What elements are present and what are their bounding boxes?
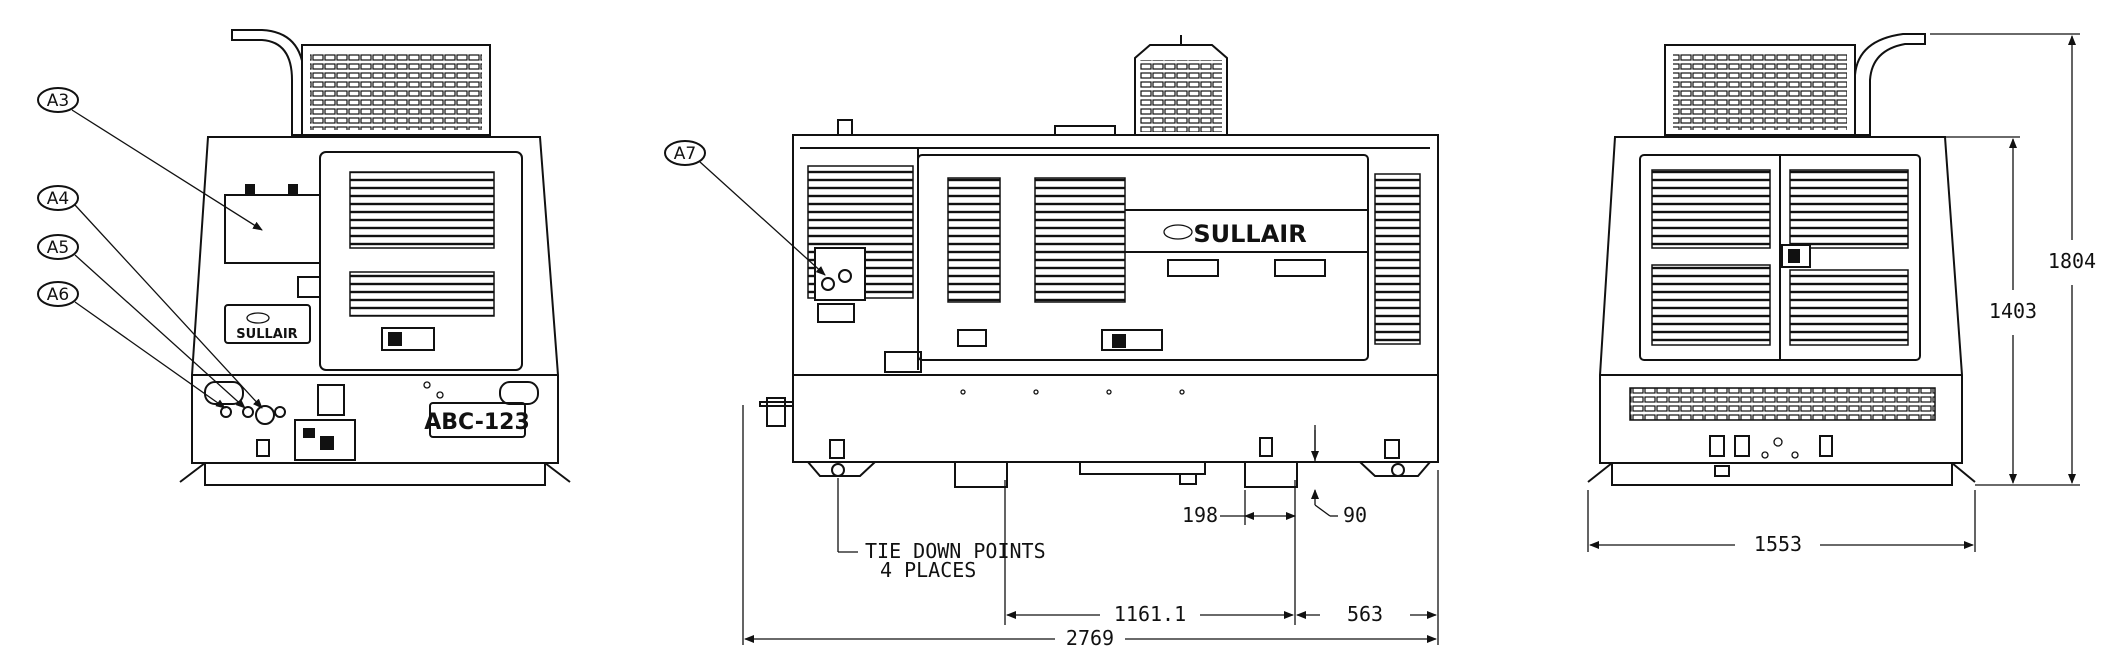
callout-a4-label: A4 (47, 189, 69, 209)
callout-a6-bubble (37, 281, 79, 307)
rear-lower-grille (1629, 387, 1936, 421)
side-chassis (792, 374, 1439, 463)
side-view: SULLAIR (759, 35, 1439, 488)
callout-a7: A7 (664, 140, 826, 276)
dim-body-height: 1403 (1989, 299, 2037, 323)
front-base (204, 462, 546, 486)
callout-a3-bubble (37, 87, 79, 113)
control-panel-a3 (224, 194, 321, 264)
front-view: SULLAIR ABC-123 (179, 29, 571, 486)
side-dimensions: 198 90 1161.1 563 2769 (742, 405, 1439, 650)
callout-a5-label: A5 (47, 238, 69, 258)
dim-overall-height: 1804 (2048, 249, 2096, 273)
tie-down-line1: TIE DOWN POINTS (865, 539, 1046, 563)
side-brand-text: SULLAIR (1193, 220, 1306, 248)
rear-exhaust (1854, 33, 1926, 136)
dim-rear-overhang: 563 (1347, 602, 1383, 626)
dim-axle-offset: 1161.1 (1114, 602, 1186, 626)
sullair-decal-text: SULLAIR (236, 327, 297, 342)
callouts-front: A3 A4 A5 A6 (37, 87, 263, 409)
callout-a3-label: A3 (47, 91, 69, 111)
dim-overall-length: 2769 (1066, 626, 1114, 650)
callout-a6-label: A6 (47, 285, 69, 305)
top-radiator-grille (310, 52, 482, 130)
rear-view (1587, 33, 1976, 486)
tie-down-note: TIE DOWN POINTS 4 PLACES (837, 478, 1046, 582)
callout-a7-label: A7 (674, 144, 696, 164)
dim-step-height: 90 (1343, 503, 1367, 527)
sullair-decal (224, 304, 311, 344)
dim-ground-clearance: 198 (1182, 503, 1218, 527)
rear-base (1611, 462, 1953, 486)
rear-dimensions: 1553 1403 1804 (1587, 33, 2096, 556)
callout-a4-bubble (37, 185, 79, 211)
tie-down-line2: 4 PLACES (880, 558, 976, 582)
license-plate-text: ABC-123 (424, 410, 530, 435)
dim-overall-width: 1553 (1754, 532, 1802, 556)
callout-a7-bubble (664, 140, 706, 166)
exhaust-pipe (231, 29, 305, 136)
callout-a5-bubble (37, 234, 79, 260)
